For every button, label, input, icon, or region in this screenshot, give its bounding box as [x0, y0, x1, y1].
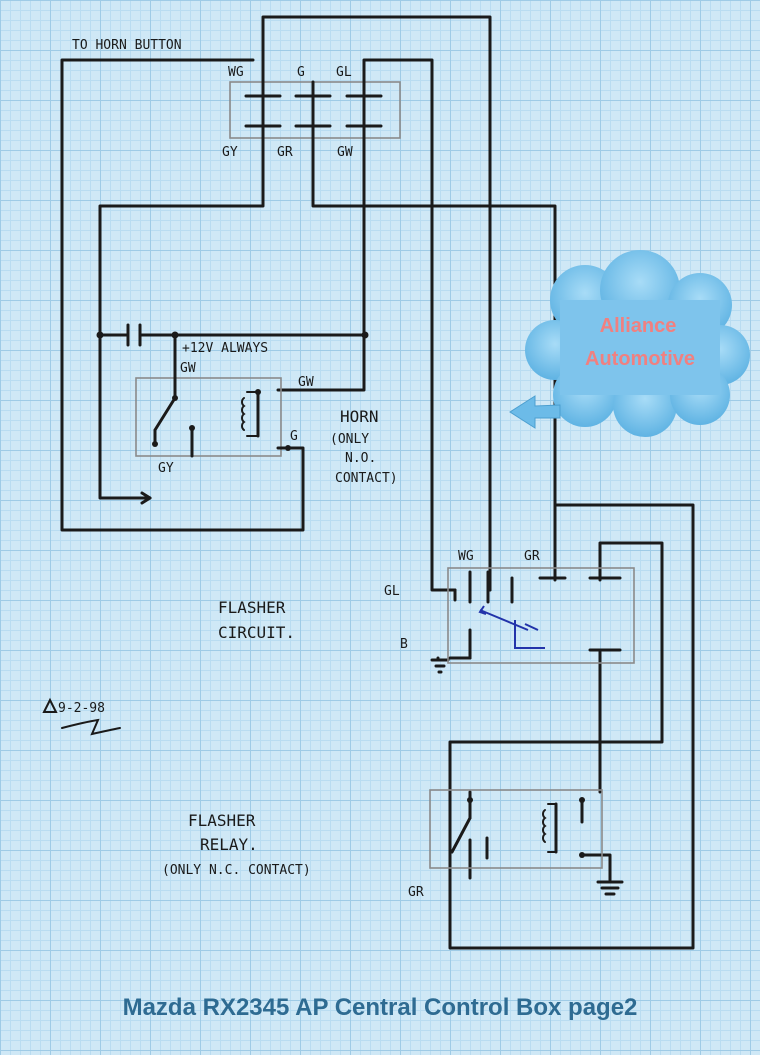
logo-line-1: Alliance — [600, 315, 677, 337]
revision-delta-icon — [42, 697, 121, 736]
label-horn-note-1: (ONLY — [330, 432, 369, 447]
label-horn-note-3: CONTACT) — [335, 471, 398, 486]
label-gr-flasher: GR — [524, 549, 540, 564]
arrow-left-icon — [509, 395, 561, 429]
label-to-horn-button: TO HORN BUTTON — [72, 38, 182, 53]
alliance-automotive-logo: Alliance Automotive — [509, 250, 750, 437]
label-wg-top: WG — [228, 65, 244, 80]
label-flasher-circuit-2: CIRCUIT. — [218, 623, 295, 642]
label-gl-flasher: GL — [384, 584, 400, 599]
flasher-relay — [429, 789, 603, 869]
label-gw-relay-right: GW — [298, 375, 314, 390]
label-flasher-relay-3: (ONLY N.C. CONTACT) — [162, 863, 311, 878]
cloud-icon — [525, 250, 750, 437]
label-wg-flasher: WG — [458, 549, 474, 564]
label-b-flasher: B — [400, 637, 408, 652]
diagram-labels: TO HORN BUTTON WG G GL GY GR GW +12V ALW… — [58, 38, 540, 900]
label-gy-top: GY — [222, 145, 238, 160]
label-date: 9-2-98 — [58, 701, 105, 716]
label-g-top: G — [297, 65, 305, 80]
label-flasher-relay-2: RELAY. — [200, 835, 258, 854]
label-gr-top: GR — [277, 145, 293, 160]
label-gw-relay-left: GW — [180, 361, 196, 376]
label-gl-top: GL — [336, 65, 352, 80]
label-gr-relay-bottom: GR — [408, 885, 424, 900]
label-gw-top: GW — [337, 145, 353, 160]
label-horn-note-2: N.O. — [345, 451, 376, 466]
label-flasher-circuit-1: FLASHER — [218, 598, 286, 617]
page-title: Mazda RX2345 AP Central Control Box page… — [122, 994, 638, 1021]
flasher-unit — [447, 567, 635, 664]
horn-button-connector — [229, 80, 401, 139]
label-flasher-relay-1: FLASHER — [188, 811, 256, 830]
label-gy-relay: GY — [158, 461, 174, 476]
label-g-relay: G — [290, 429, 298, 444]
label-horn: HORN — [340, 407, 379, 426]
label-plus12v: +12V ALWAYS — [182, 341, 268, 356]
logo-line-2: Automotive — [585, 348, 695, 370]
horn-relay — [96, 331, 369, 505]
